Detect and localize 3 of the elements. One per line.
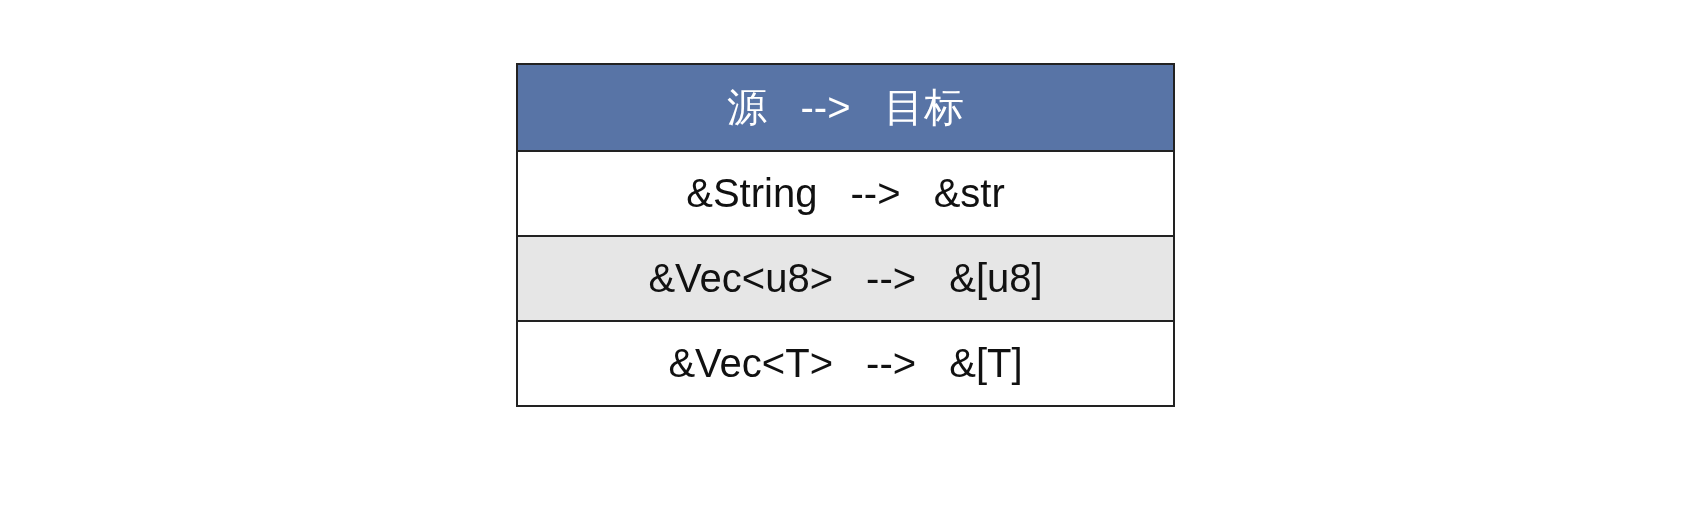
- table-cell: &Vec<u8> --> &[u8]: [518, 235, 1173, 320]
- header-cell: 源 --> 目标: [518, 65, 1173, 150]
- table-cell: &Vec<T> --> &[T]: [518, 320, 1173, 405]
